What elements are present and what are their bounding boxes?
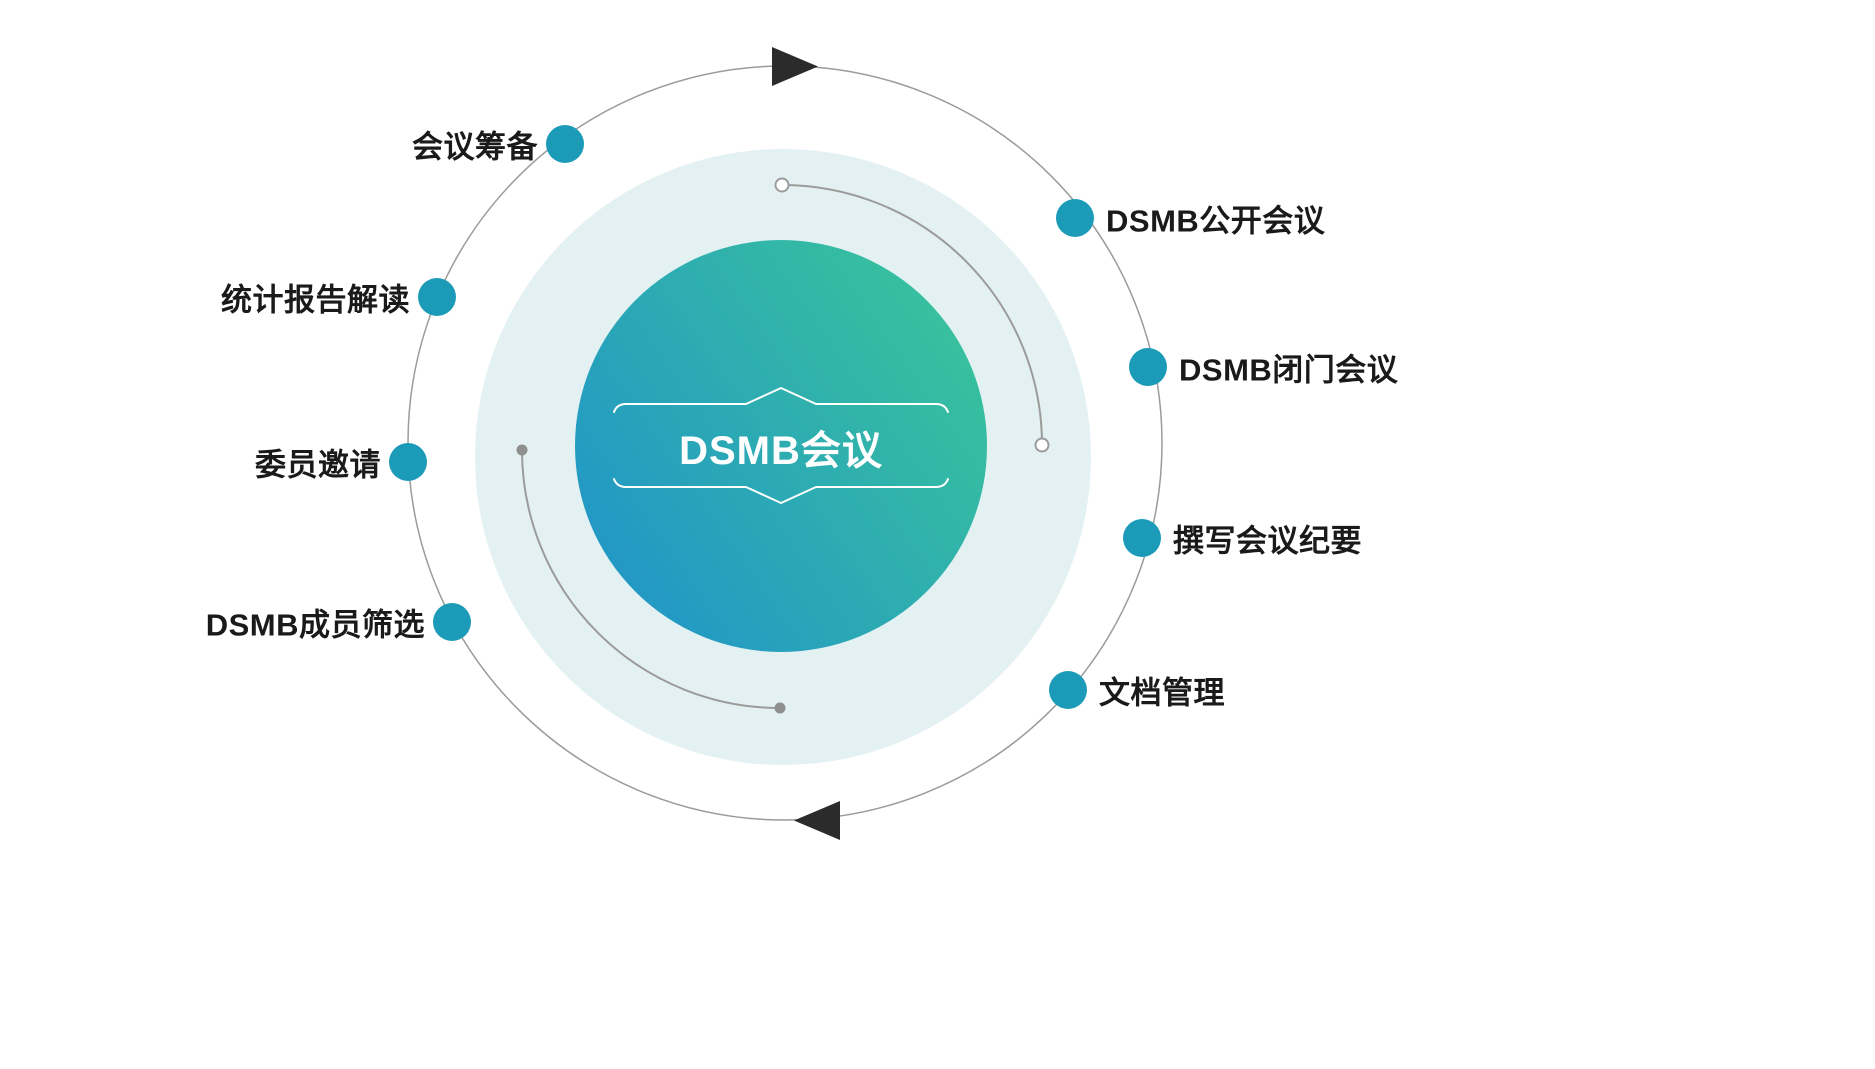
node-dot-member-screening: [433, 603, 471, 641]
node-dot-meeting-preparation: [546, 125, 584, 163]
center-label: DSMB会议: [679, 429, 883, 473]
node-label-document-management: 文档管理: [1099, 675, 1225, 711]
node-label-meeting-minutes: 撰写会议纪要: [1173, 523, 1362, 559]
node-dot-stat-report-interpretation: [418, 278, 456, 316]
node-dot-document-management: [1049, 671, 1087, 709]
arc-endpoint-open-top: [774, 177, 790, 193]
node-label-closed-meeting: DSMB闭门会议: [1179, 352, 1399, 388]
node-label-stat-report-interpretation: 统计报告解读: [221, 282, 410, 318]
node-label-member-invitation: 委员邀请: [255, 447, 381, 483]
node-dot-member-invitation: [389, 443, 427, 481]
brace-top: [613, 387, 949, 413]
node-dot-open-meeting: [1056, 199, 1094, 237]
node-label-open-meeting: DSMB公开会议: [1106, 203, 1326, 239]
brace-bottom: [613, 478, 949, 504]
arc-top-right: [781, 184, 1043, 446]
arc-endpoint-dot-bottom: [774, 702, 786, 714]
node-label-member-screening: DSMB成员筛选: [205, 607, 425, 643]
arc-bottom-left: [521, 449, 781, 709]
triangle-left-icon: [794, 801, 840, 840]
node-label-meeting-preparation: 会议筹备: [412, 129, 538, 165]
triangle-right-icon: [772, 47, 818, 86]
node-dot-meeting-minutes: [1123, 519, 1161, 557]
node-dot-closed-meeting: [1129, 348, 1167, 386]
center-circle: [575, 240, 987, 652]
arc-endpoint-dot-left: [516, 444, 528, 456]
arc-endpoint-open-right: [1034, 437, 1050, 453]
